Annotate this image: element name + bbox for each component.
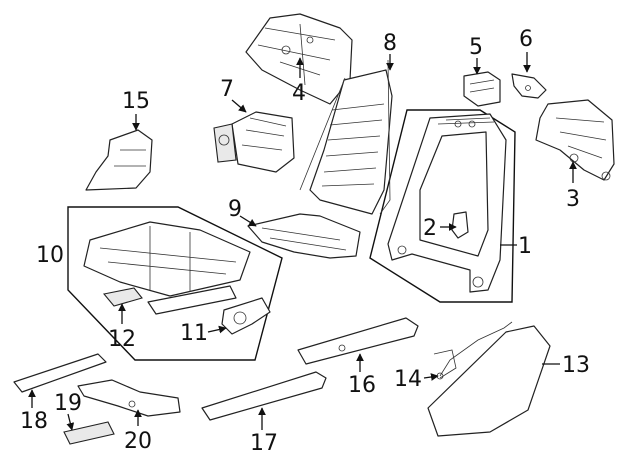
part-17-lower-trim[interactable]: [201, 371, 327, 421]
part-19-end-cover[interactable]: [63, 421, 115, 445]
callout-11: 11: [180, 321, 208, 346]
part-12-motor-bracket[interactable]: [102, 287, 143, 307]
callout-16: 16: [348, 373, 376, 398]
callout-10: 10: [36, 243, 64, 268]
part-18-rail-cover[interactable]: [13, 353, 107, 393]
callout-9: 9: [228, 197, 242, 222]
part-14-wire-harness[interactable]: [433, 321, 513, 380]
callout-4: 4: [292, 81, 306, 106]
part-13-side-cushion[interactable]: [427, 325, 551, 437]
callout-14: 14: [394, 367, 422, 392]
callout-5: 5: [469, 35, 483, 60]
part-20-rail-bracket[interactable]: [77, 379, 181, 417]
part-2-bracket[interactable]: [451, 211, 469, 239]
leader-11: [207, 325, 227, 334]
part-5-switch-module[interactable]: [463, 71, 501, 107]
part-8-suspension-mat[interactable]: [299, 59, 393, 215]
part-3-side-cover[interactable]: [535, 99, 615, 181]
callout-1: 1: [518, 234, 532, 259]
leader-9: [239, 215, 257, 227]
part-10-seat-adjuster[interactable]: [83, 221, 251, 315]
callout-13: 13: [562, 353, 590, 378]
leader-7: [231, 99, 247, 113]
part-7-lumbar-unit[interactable]: [213, 111, 295, 173]
callout-3: 3: [566, 187, 580, 212]
leader-19: [66, 413, 75, 431]
callout-2: 2: [423, 216, 437, 241]
callout-12: 12: [108, 327, 136, 352]
part-15-side-trim[interactable]: [85, 129, 153, 191]
callout-8: 8: [383, 31, 397, 56]
part-6-mount-bracket[interactable]: [511, 73, 547, 99]
group-boundary-back-frame: [369, 109, 516, 303]
callout-18: 18: [20, 409, 48, 434]
callout-19: 19: [54, 391, 82, 416]
callout-7: 7: [220, 77, 234, 102]
part-1-seatback-frame[interactable]: [387, 113, 507, 293]
group-boundary-seat-frame: [67, 206, 283, 361]
part-9-cushion-pan[interactable]: [247, 213, 361, 259]
callout-15: 15: [122, 89, 150, 114]
callout-6: 6: [519, 27, 533, 52]
part-11-adjuster-motor[interactable]: [221, 297, 271, 335]
callout-17: 17: [250, 431, 278, 456]
leader-14: [423, 373, 439, 381]
callout-20: 20: [124, 429, 152, 454]
part-16-front-trim[interactable]: [297, 317, 419, 365]
